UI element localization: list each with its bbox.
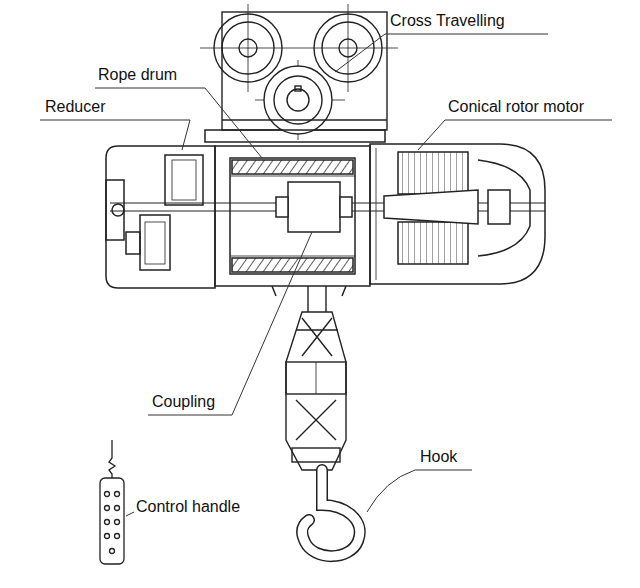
part-label: Control handle <box>136 498 240 516</box>
button <box>105 520 110 525</box>
wheel-rim <box>222 22 274 74</box>
rope-guide <box>272 286 346 296</box>
button <box>115 520 120 525</box>
part-label: Reducer <box>45 98 105 116</box>
rope-cross <box>296 400 336 440</box>
button <box>115 492 120 497</box>
block-housing <box>286 312 346 470</box>
rope-grooves <box>232 258 353 272</box>
button <box>110 549 115 554</box>
drum-housing <box>215 146 370 286</box>
hook-block <box>286 286 360 556</box>
leader-line <box>335 34 548 72</box>
wheel <box>314 14 382 82</box>
pinion <box>126 232 140 254</box>
part-label: Coupling <box>152 393 215 411</box>
hook-fill <box>302 470 360 556</box>
part-label: Rope drum <box>98 66 177 84</box>
gear <box>165 155 203 205</box>
part-label: Hook <box>420 448 457 466</box>
coupling-hub <box>340 197 352 217</box>
keyway <box>295 86 301 91</box>
leader-line <box>418 120 612 150</box>
hook-outline <box>302 470 360 556</box>
trolley <box>200 4 398 140</box>
leader-line <box>95 88 262 158</box>
leader-lines <box>40 34 612 516</box>
leader-line <box>40 120 190 150</box>
button <box>115 506 120 511</box>
rope <box>307 286 308 312</box>
wheel <box>214 14 282 82</box>
wheel-hub <box>339 39 357 57</box>
gear-ring <box>274 76 322 124</box>
leader-line <box>126 512 134 516</box>
center-line <box>248 4 249 92</box>
rope-grooves <box>232 160 353 174</box>
stator-winding <box>398 152 468 194</box>
leader-line <box>148 232 312 415</box>
conical-rotor <box>384 190 478 224</box>
leader-line <box>367 470 472 512</box>
bolt <box>112 204 124 216</box>
gear-teeth <box>145 222 165 264</box>
center-line <box>316 362 317 394</box>
button <box>105 492 110 497</box>
trolley-rail <box>222 119 387 120</box>
gear <box>140 215 170 270</box>
motor-flange <box>376 148 377 280</box>
fan-cover <box>478 160 530 256</box>
drum-line <box>230 256 355 257</box>
brake <box>488 190 510 224</box>
gear-hub <box>287 89 309 111</box>
part-label: Conical rotor motor <box>448 98 584 116</box>
button <box>105 506 110 511</box>
reducer-housing <box>106 146 215 288</box>
center-line <box>348 4 349 92</box>
rope-cross <box>296 318 338 356</box>
top-plate <box>205 130 385 142</box>
wheel-hub <box>239 39 257 57</box>
center-line <box>200 48 398 49</box>
coupling-hub <box>276 197 288 217</box>
part-label: Cross Travelling <box>390 12 505 30</box>
pendant-cable <box>109 440 115 478</box>
stator-winding <box>398 222 468 264</box>
sheave <box>286 362 346 394</box>
rope-drum <box>230 158 355 274</box>
coupling <box>288 182 340 232</box>
button <box>105 534 110 539</box>
motor-housing <box>370 144 545 284</box>
drive-gear <box>264 66 332 134</box>
hoist-body <box>106 130 545 296</box>
drum-line <box>230 176 355 177</box>
control-handle <box>100 440 124 564</box>
gear-teeth <box>172 160 196 200</box>
pendant-box <box>100 478 124 564</box>
crosshead <box>292 448 340 462</box>
button <box>115 534 120 539</box>
end-cover <box>106 180 124 240</box>
rope <box>325 286 326 312</box>
